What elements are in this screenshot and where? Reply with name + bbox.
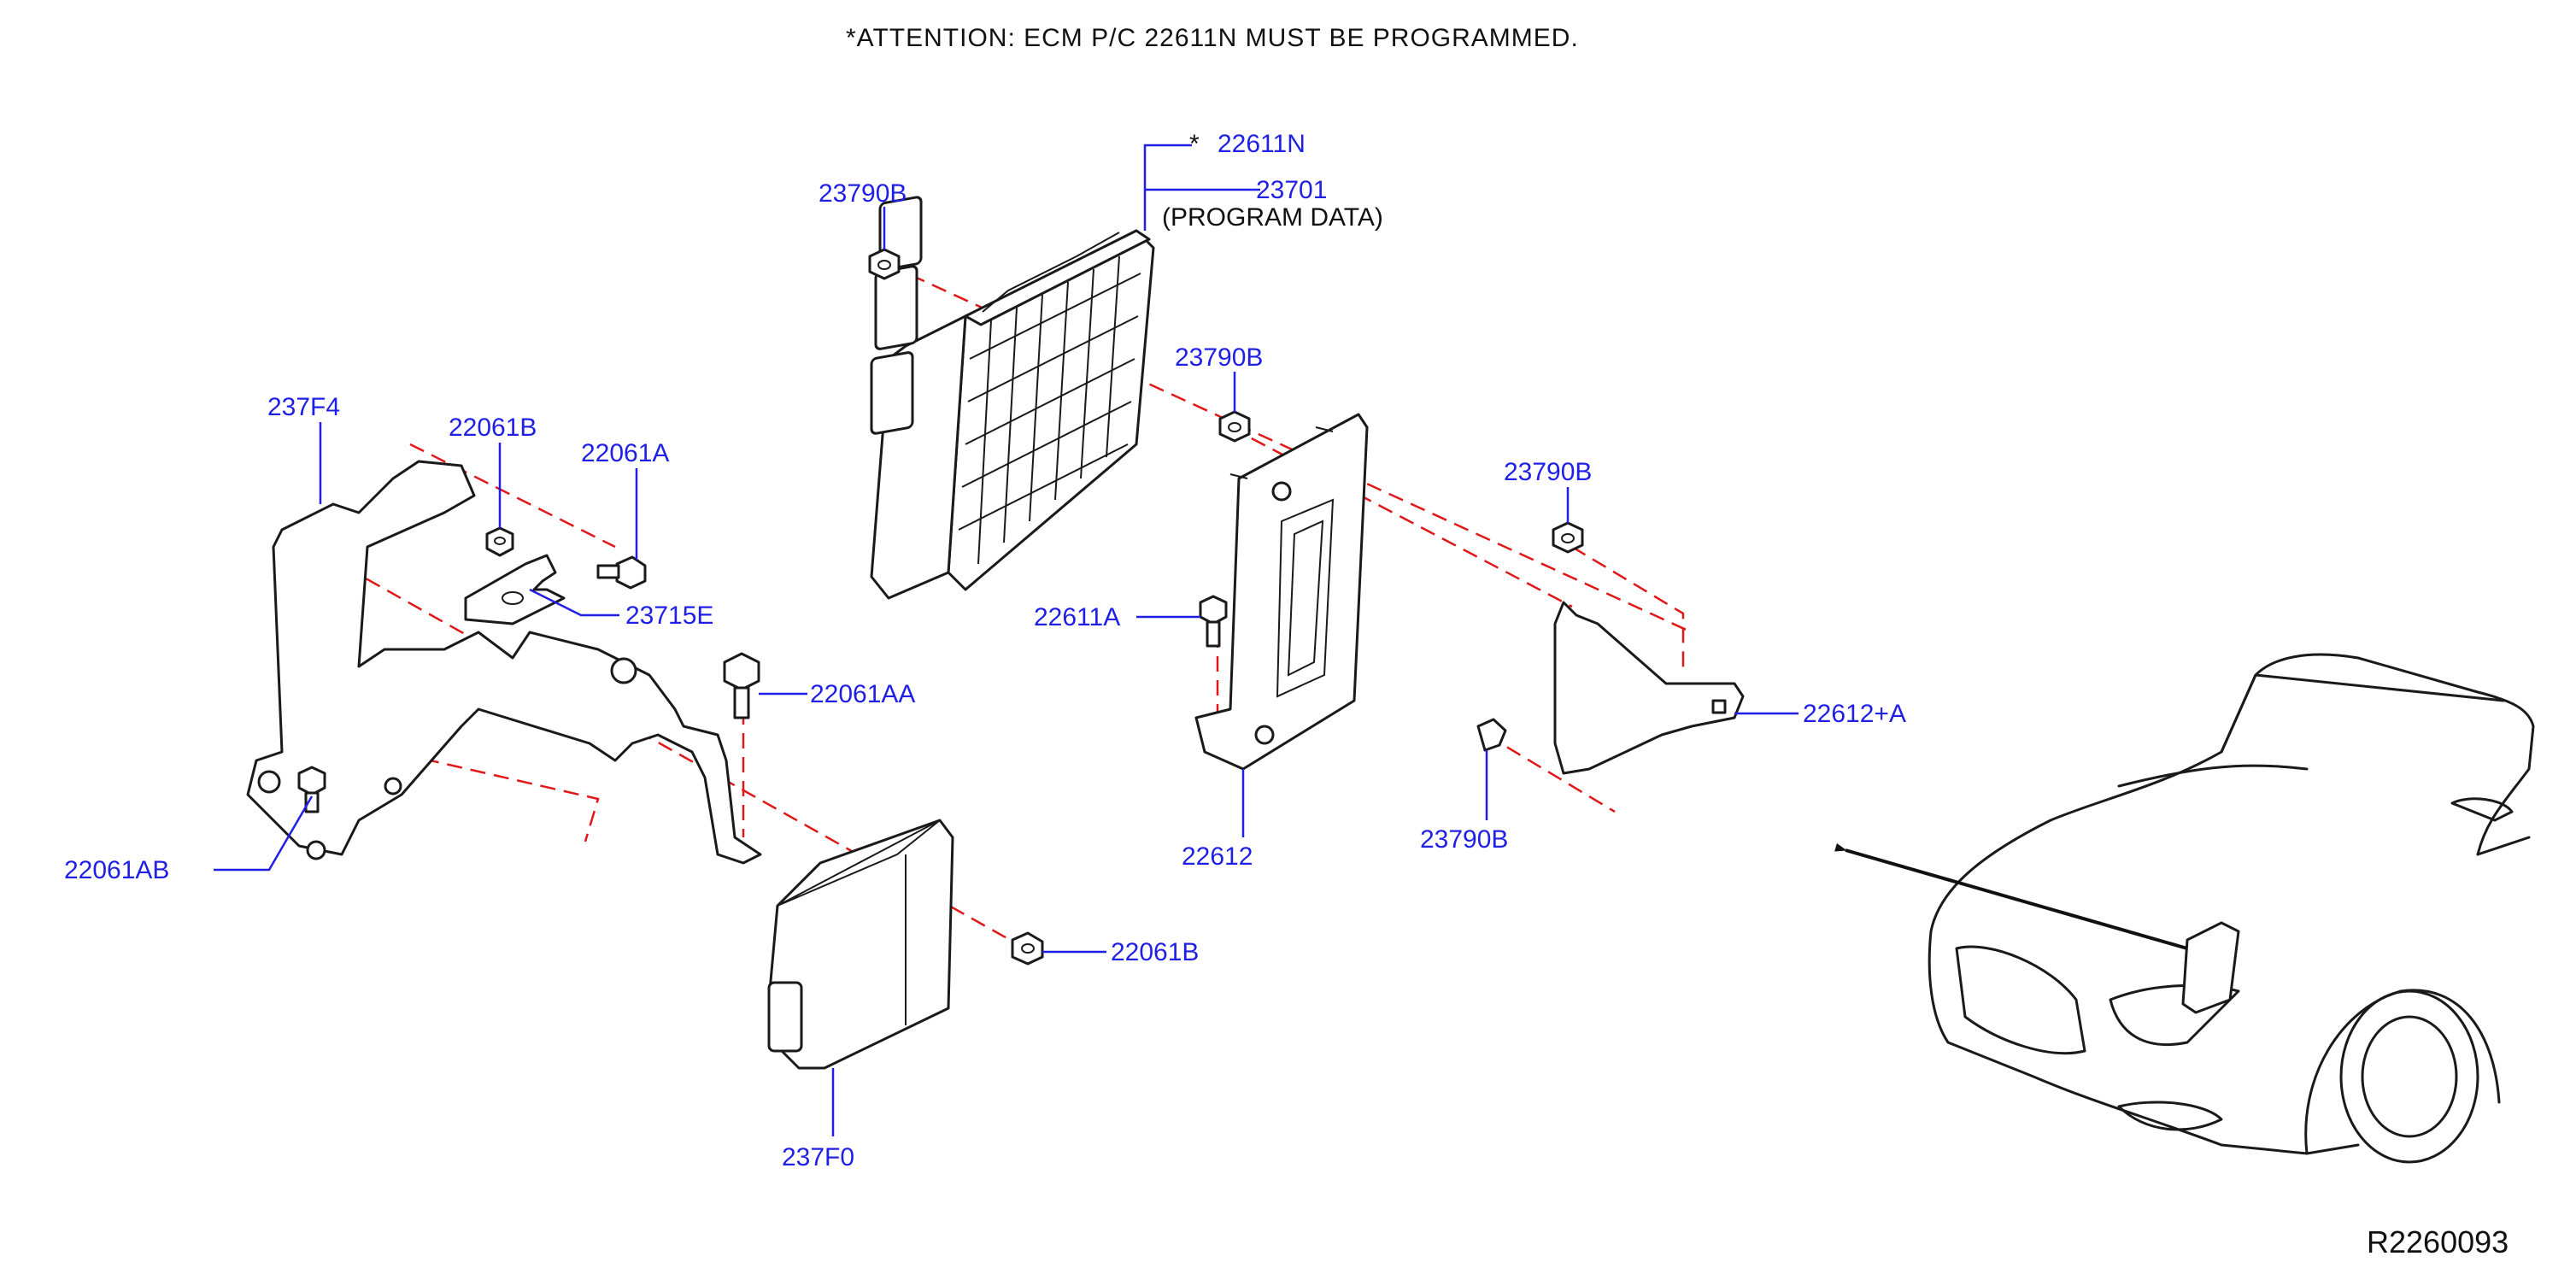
- reference-code: R2260093: [2367, 1224, 2509, 1259]
- label-23790B-right: 23790B: [1504, 458, 1592, 486]
- program-data-note: (PROGRAM DATA): [1162, 203, 1383, 232]
- nut-lower-right: [1476, 718, 1507, 752]
- callout-leaders: [214, 144, 1799, 1136]
- nut-bottom: [1011, 931, 1044, 966]
- label-22612A: 22612+A: [1803, 700, 1906, 728]
- label-23790B-lower-right: 23790B: [1420, 825, 1508, 854]
- label-22611N: 22611N: [1218, 130, 1306, 158]
- bolt-bracket: [1199, 595, 1228, 648]
- nut-right: [1552, 521, 1584, 554]
- bolt-center: [723, 652, 760, 719]
- label-22612: 22612: [1182, 842, 1253, 871]
- label-237F4: 237F4: [267, 393, 340, 421]
- label-23715E: 23715E: [625, 602, 713, 630]
- label-23701: 23701: [1256, 176, 1327, 204]
- bolt-bottom-left: [297, 766, 326, 813]
- bracket-small: [464, 554, 566, 625]
- label-22061A: 22061A: [581, 439, 669, 467]
- ecm-programmed-marker: *: [1189, 130, 1200, 158]
- label-23790B-top: 23790B: [819, 179, 907, 208]
- nut-left: [485, 526, 514, 557]
- nut-bracket: [1218, 410, 1251, 443]
- ecm-bracket: [1194, 413, 1369, 771]
- vehicle-locator: [1928, 653, 2535, 1164]
- cover-right: [1553, 601, 1745, 775]
- bracket-left: [246, 460, 762, 865]
- label-23790B-bracket: 23790B: [1175, 343, 1263, 372]
- label-22061B-left: 22061B: [449, 414, 537, 442]
- ecm-unit: [870, 196, 1155, 600]
- label-22611A: 22611A: [1034, 603, 1120, 631]
- label-22061AB: 22061AB: [64, 856, 169, 884]
- control-unit-bottom: [767, 819, 954, 1070]
- locator-arrow: [1834, 842, 2188, 950]
- label-22061AA: 22061AA: [810, 680, 915, 708]
- nut-top: [868, 248, 901, 280]
- label-237F0: 237F0: [782, 1143, 854, 1171]
- bolt-left: [596, 555, 647, 590]
- label-22061B-bottom: 22061B: [1111, 938, 1199, 966]
- attention-note: *ATTENTION: ECM P/C 22611N MUST BE PROGR…: [846, 24, 1579, 52]
